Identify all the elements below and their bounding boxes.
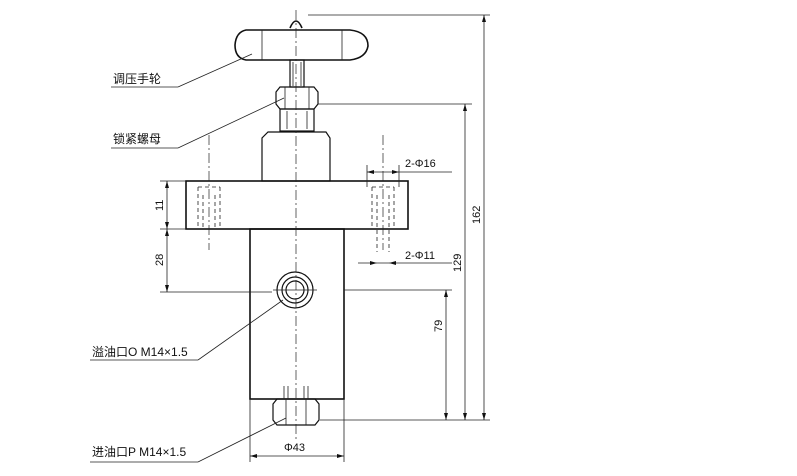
- inlet-nut: [272, 398, 320, 426]
- stem: [289, 59, 305, 88]
- arrow: [165, 229, 169, 236]
- dim-body-holes: 2-Φ11: [405, 250, 435, 262]
- arrow: [165, 222, 169, 229]
- arrow: [165, 285, 169, 292]
- bottom-dimension: [249, 399, 345, 462]
- dim-flange-height: 129: [452, 254, 464, 272]
- flange: [185, 135, 409, 252]
- arrow: [463, 413, 467, 420]
- right-dimensions: [308, 14, 490, 421]
- body-outline: [249, 228, 345, 400]
- lock-nut-outline: [275, 86, 319, 110]
- arrow: [444, 290, 448, 297]
- arrow: [389, 261, 396, 265]
- hole-callouts: [358, 165, 452, 265]
- lock-nut: [275, 86, 319, 110]
- leaders: [90, 53, 287, 463]
- valve-body: [249, 228, 345, 400]
- arrow: [482, 413, 486, 420]
- arrow: [463, 104, 467, 111]
- dim-port-height: 79: [433, 320, 445, 332]
- handwheel: [234, 20, 369, 61]
- handwheel-label: 调压手轮: [113, 72, 161, 86]
- dim-flange-to-port: 28: [154, 254, 166, 266]
- inlet-port-label: 进油口P M14×1.5: [92, 445, 186, 459]
- dim-flange-thickness: 11: [154, 200, 166, 211]
- arrow: [337, 454, 344, 458]
- arrow: [482, 15, 486, 22]
- stem-shaft: [289, 59, 305, 88]
- inlet-fitting: [272, 386, 320, 426]
- handwheel-knob: [289, 20, 303, 29]
- arrow: [165, 181, 169, 188]
- arrow: [367, 170, 374, 174]
- arrow: [444, 413, 448, 420]
- left-dimensions: [160, 180, 272, 293]
- dim-overall-height: 162: [471, 206, 483, 224]
- arrow: [250, 454, 257, 458]
- arrow: [370, 261, 377, 265]
- overflow-port-label: 溢油口O M14×1.5: [92, 345, 188, 359]
- lock-nut-leader: [177, 97, 285, 149]
- handwheel-leader: [177, 53, 253, 88]
- dim-body-diameter: Φ43: [284, 442, 305, 454]
- flange-plate: [185, 180, 409, 230]
- overflow-leader: [197, 299, 284, 361]
- inlet-leader: [197, 417, 287, 463]
- dim-flange-holes: 2-Φ16: [405, 158, 436, 170]
- lock-nut-label: 锁紧螺母: [113, 131, 161, 146]
- handwheel-body: [234, 29, 369, 61]
- bonnet-neck: [279, 108, 315, 132]
- arrow: [392, 170, 399, 174]
